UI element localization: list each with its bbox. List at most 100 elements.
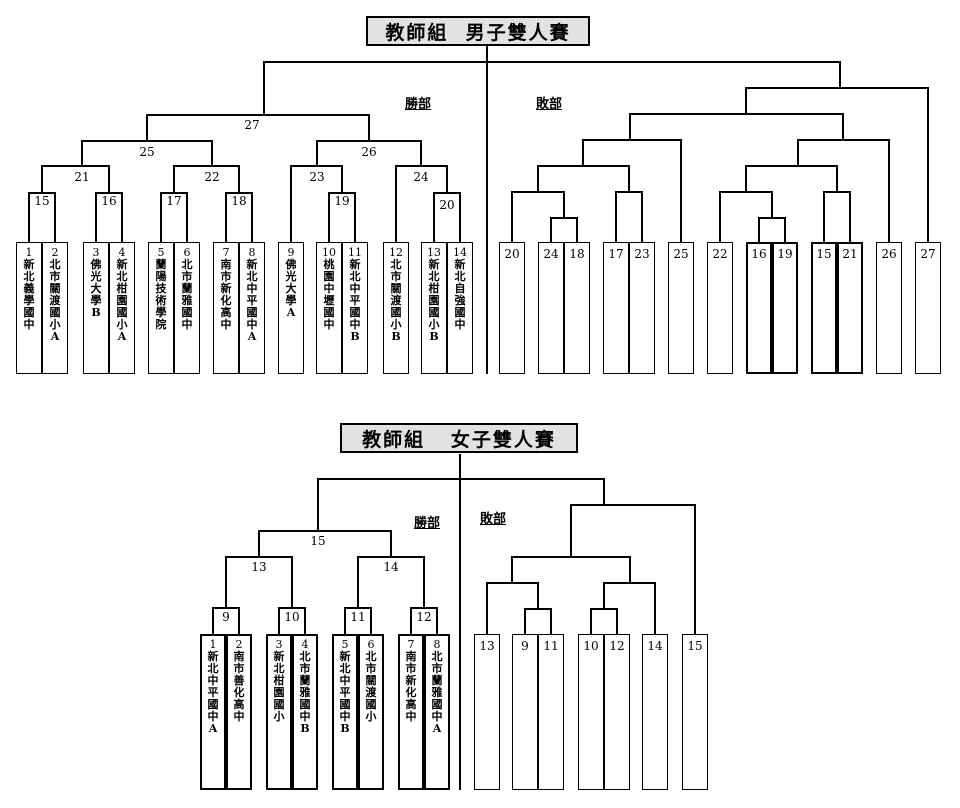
women-entrant-cell bbox=[200, 634, 226, 790]
women-loser-cell bbox=[642, 634, 668, 790]
men-loser-fork bbox=[537, 165, 630, 192]
women-loser-slot: 14 bbox=[647, 639, 663, 653]
entrant-name: 新北柑園國小 bbox=[273, 650, 285, 723]
entrant-seed: 10 bbox=[322, 246, 336, 259]
men-match-23: 23 bbox=[309, 170, 325, 184]
women-loser-fork bbox=[570, 504, 696, 634]
women-match-9: 9 bbox=[222, 610, 230, 624]
men-match-21: 21 bbox=[74, 170, 90, 184]
men-loser-cell bbox=[499, 242, 525, 374]
men-match-19: 19 bbox=[334, 194, 350, 208]
men-loser-cell bbox=[564, 242, 590, 374]
entrant-seed: 7 bbox=[222, 246, 230, 259]
men-entrant-cell bbox=[316, 242, 342, 374]
women-match-15: 15 bbox=[310, 534, 326, 548]
men-loser-fork bbox=[823, 191, 851, 242]
women-loser-fork bbox=[511, 556, 631, 583]
women-entrant-cell bbox=[332, 634, 358, 790]
entrant-name: 新北中平國中A bbox=[207, 650, 219, 735]
entrant-name: 新北中平國中A bbox=[246, 258, 258, 343]
men-entrant-cell bbox=[16, 242, 42, 374]
women-loser-cell bbox=[682, 634, 708, 790]
men-loser-slot: 26 bbox=[881, 247, 897, 261]
women-loser-fork bbox=[590, 608, 618, 634]
men-loser-slot: 27 bbox=[920, 247, 936, 261]
women-loser-slot: 13 bbox=[479, 639, 495, 653]
men-loser-fork bbox=[629, 113, 844, 140]
women-entrant-cell bbox=[266, 634, 292, 790]
men-entrant-cell bbox=[83, 242, 109, 374]
men-loser-cell bbox=[668, 242, 694, 374]
entrant-seed: 12 bbox=[389, 246, 403, 259]
entrant-name: 新北中平國中B bbox=[339, 650, 351, 735]
entrant-name: 北市蘭雅國中B bbox=[299, 650, 311, 735]
men-loser-cell bbox=[837, 242, 863, 374]
entrant-name: 佛光大學B bbox=[90, 258, 102, 319]
entrant-name: 南市新化高中 bbox=[405, 650, 417, 723]
women-loser-cell bbox=[512, 634, 538, 790]
women-entrant-cell bbox=[424, 634, 450, 790]
men-winners-label: 勝部 bbox=[405, 97, 432, 112]
entrant-name: 北市蘭雅國中A bbox=[431, 650, 443, 735]
men-loser-cell bbox=[746, 242, 772, 374]
entrant-name: 北市蘭雅國中 bbox=[181, 258, 193, 331]
men-loser-slot: 19 bbox=[777, 247, 793, 261]
men-fork-27 bbox=[146, 114, 370, 141]
entrant-seed: 6 bbox=[367, 638, 375, 651]
men-loser-slot: 15 bbox=[816, 247, 832, 261]
women-entrant-cell bbox=[226, 634, 252, 790]
men-entrant-cell bbox=[174, 242, 200, 374]
men-loser-fork bbox=[582, 139, 682, 242]
men-loser-fork bbox=[745, 87, 929, 242]
women-entrant-cell bbox=[358, 634, 384, 790]
men-loser-fork bbox=[550, 217, 578, 242]
women-entrant-cell bbox=[398, 634, 424, 790]
women-final-line bbox=[317, 478, 605, 531]
entrant-name: 北市關渡國小A bbox=[49, 258, 61, 343]
women-entrant-cell bbox=[292, 634, 318, 790]
entrant-name: 桃園中壢國中 bbox=[323, 258, 335, 331]
women-loser-cell bbox=[604, 634, 630, 790]
men-fork-21 bbox=[41, 165, 110, 193]
men-match-17: 17 bbox=[166, 194, 182, 208]
entrant-seed: 5 bbox=[157, 246, 165, 259]
men-loser-slot: 25 bbox=[673, 247, 689, 261]
women-loser-cell bbox=[538, 634, 564, 790]
men-match-25: 25 bbox=[139, 145, 155, 159]
men-loser-slot: 21 bbox=[842, 247, 858, 261]
men-entrant-cell bbox=[421, 242, 447, 374]
entrant-name: 北市關渡國小 bbox=[365, 650, 377, 723]
men-match-22: 22 bbox=[204, 170, 220, 184]
men-match-26: 26 bbox=[361, 145, 377, 159]
women-loser-slot: 11 bbox=[543, 639, 559, 653]
men-loser-cell bbox=[811, 242, 837, 374]
men-entrant-cell bbox=[278, 242, 304, 374]
men-loser-slot: 22 bbox=[712, 247, 728, 261]
men-loser-cell bbox=[629, 242, 655, 374]
entrant-seed: 9 bbox=[287, 246, 295, 259]
women-loser-slot: 9 bbox=[521, 639, 529, 653]
men-fork-22 bbox=[173, 165, 240, 193]
men-loser-fork bbox=[615, 191, 643, 242]
women-loser-cell bbox=[578, 634, 604, 790]
entrant-name: 新北義學國中 bbox=[23, 258, 35, 331]
women-match-12: 12 bbox=[416, 610, 432, 624]
men-loser-slot: 23 bbox=[634, 247, 650, 261]
entrant-seed: 13 bbox=[427, 246, 441, 259]
women-match-11: 11 bbox=[350, 610, 366, 624]
men-loser-slot: 16 bbox=[751, 247, 767, 261]
